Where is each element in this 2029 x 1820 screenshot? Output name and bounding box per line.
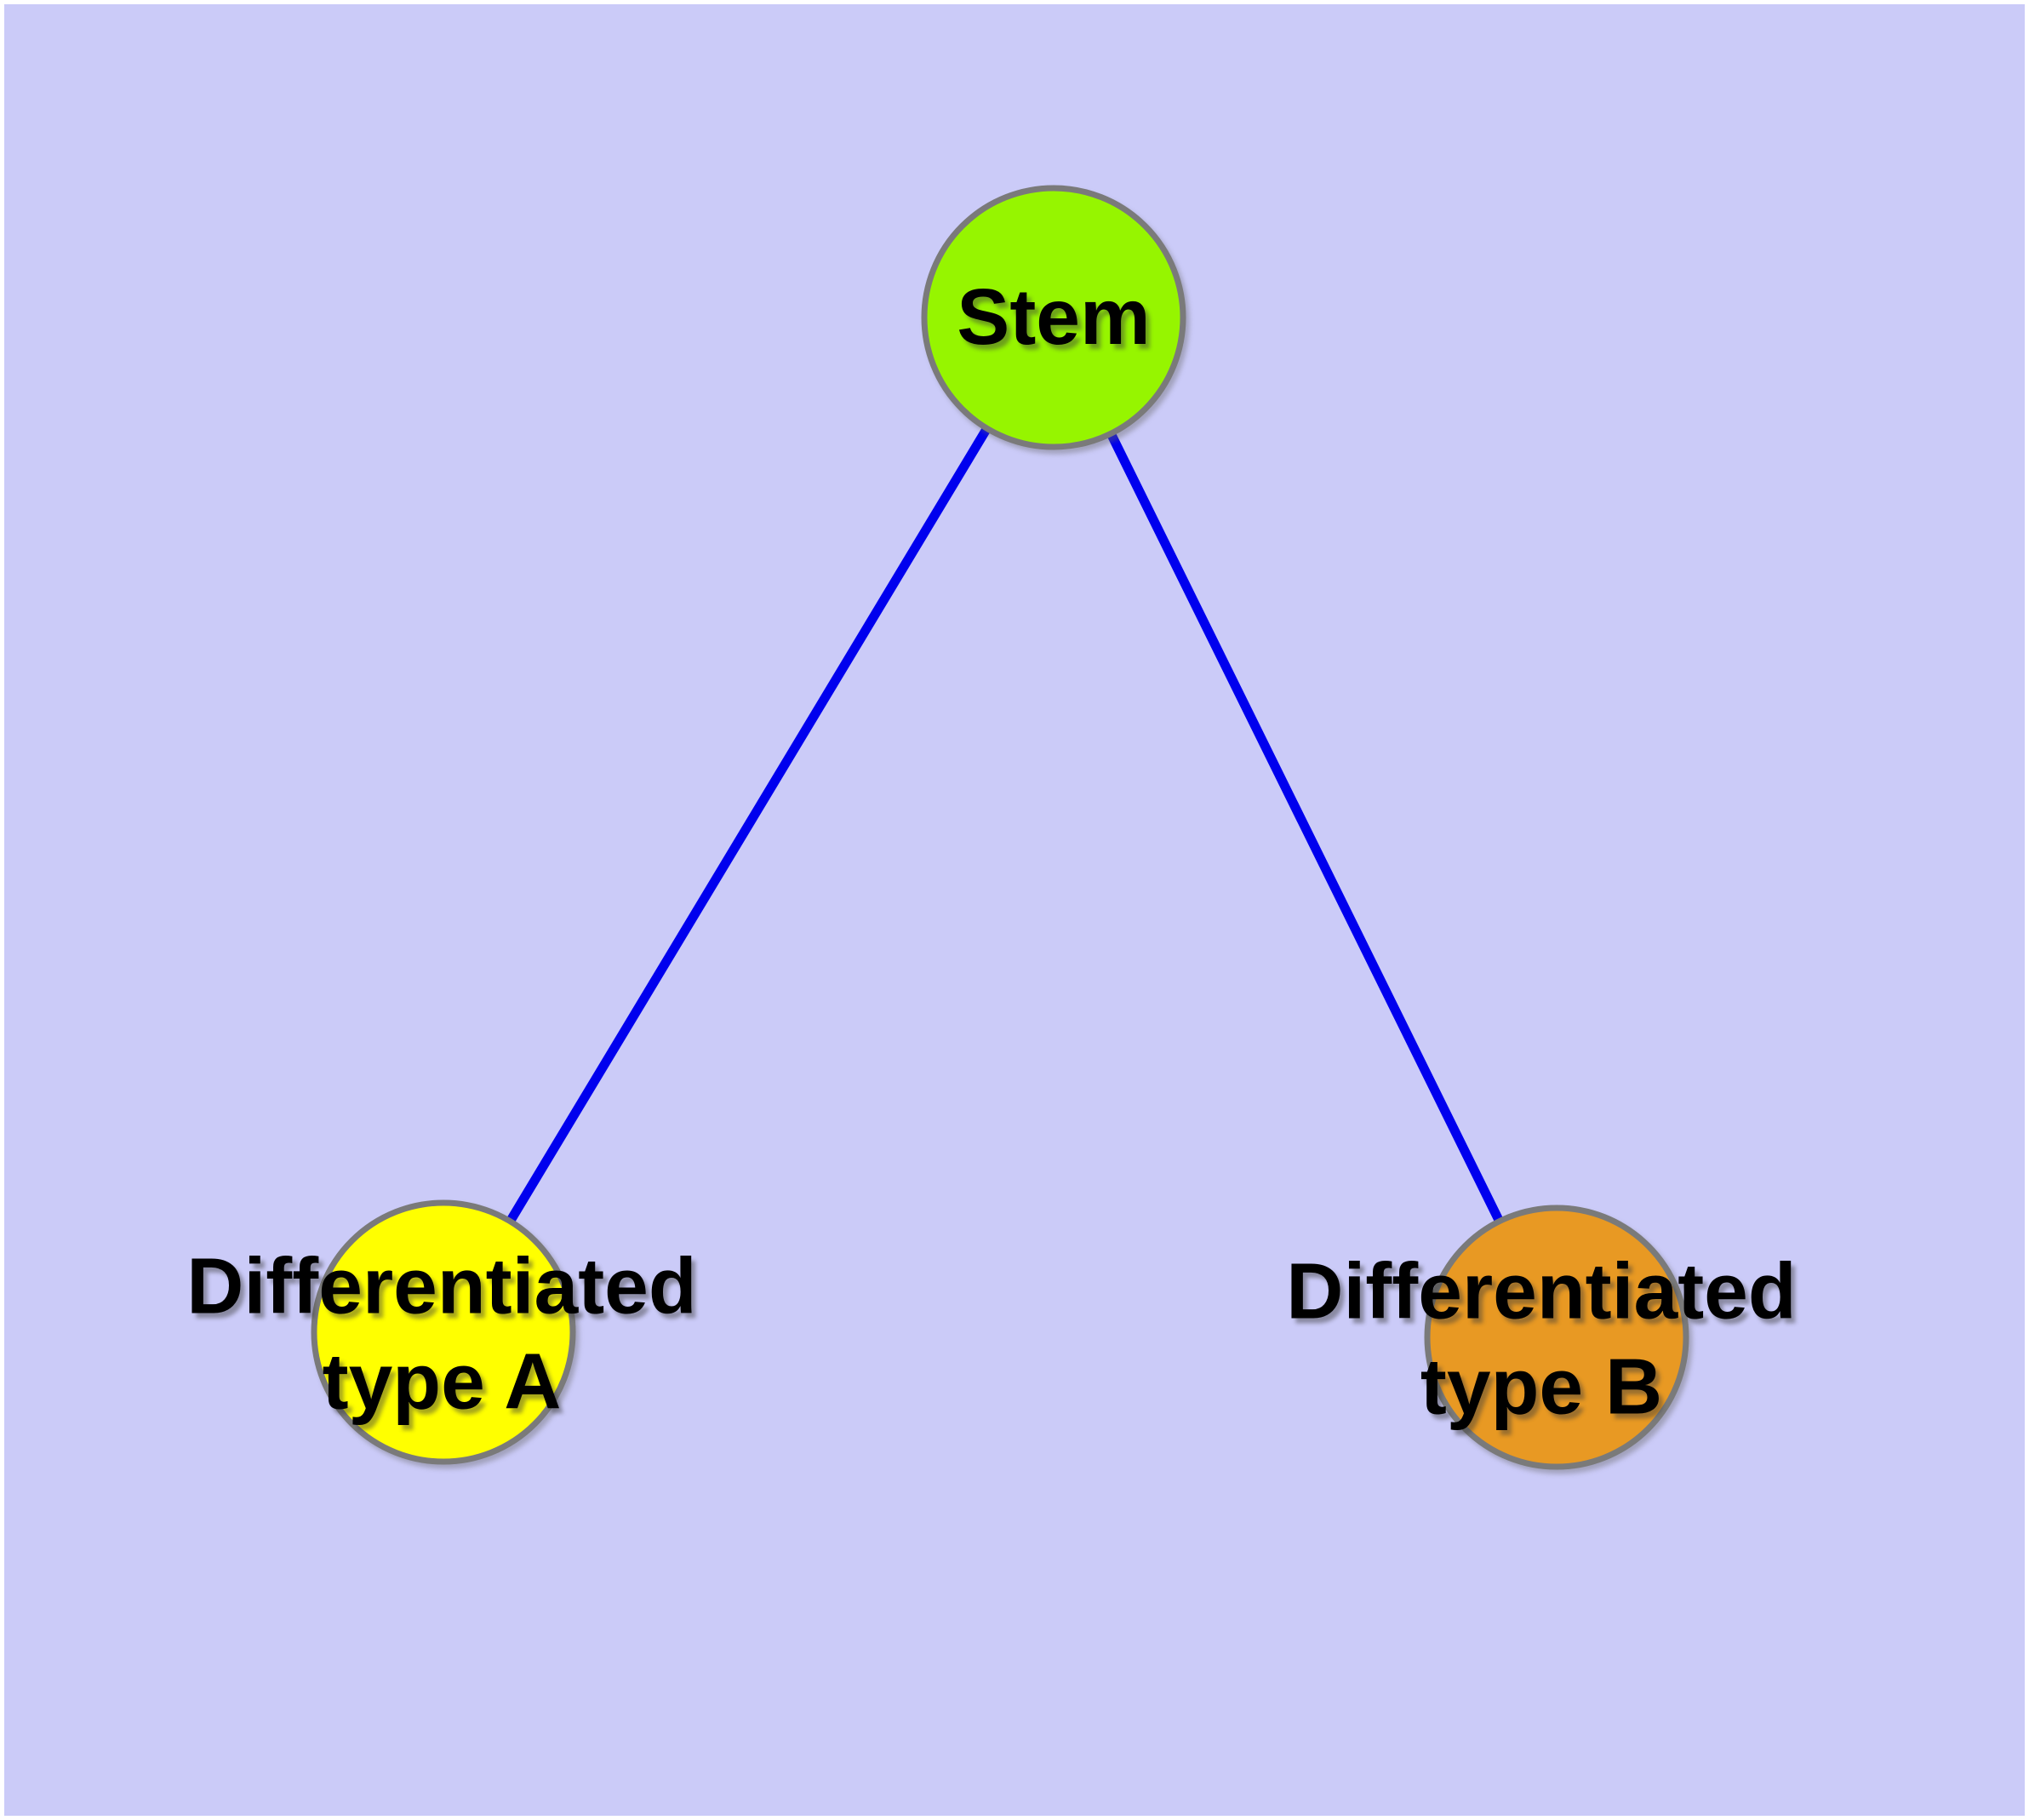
node-type-b-circle bbox=[1424, 1205, 1689, 1470]
edge-stem-to-type-a bbox=[438, 312, 1059, 1337]
node-stem-circle bbox=[921, 185, 1186, 450]
edge-stem-to-type-b bbox=[1049, 312, 1562, 1342]
node-type-a-circle bbox=[311, 1199, 576, 1465]
